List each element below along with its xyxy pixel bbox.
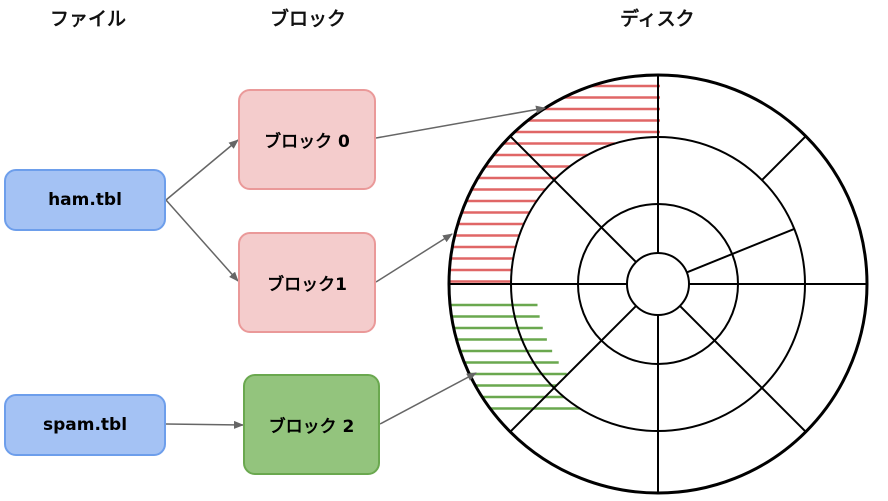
block-2[interactable]: ブロック 2 (243, 374, 380, 475)
outer-sector-line (509, 135, 555, 181)
arrow-ham-to-block1 (165, 199, 239, 282)
file-spam-tbl[interactable]: spam.tbl (4, 394, 166, 456)
arrows (165, 105, 546, 429)
disk-sector-lines (449, 75, 867, 493)
disk-hatching (449, 84, 660, 410)
block-0[interactable]: ブロック 0 (238, 89, 376, 190)
block-1[interactable]: ブロック1 (238, 232, 376, 333)
blocks-header: ブロック (270, 8, 347, 30)
arrow-ham-to-block0 (165, 139, 239, 201)
outer-sector-line (761, 387, 807, 433)
arrow-spam-to-block2 (165, 420, 244, 429)
arrow-block1-to-disk (375, 233, 453, 283)
arrow-block0-to-disk (375, 105, 546, 139)
disk-hub (626, 252, 690, 316)
disk-header: ディスク (620, 8, 695, 30)
disk (447, 73, 869, 495)
files-header: ファイル (50, 8, 127, 30)
inner-sector-line (553, 305, 637, 389)
outer-sector-line (509, 387, 555, 433)
arrow-block2-to-disk (379, 372, 477, 425)
inner-sector-line (686, 228, 795, 274)
inner-sector-line (553, 179, 637, 263)
inner-sector-line (679, 305, 763, 389)
outer-sector-line (761, 135, 807, 181)
file-ham-tbl[interactable]: ham.tbl (4, 169, 166, 231)
